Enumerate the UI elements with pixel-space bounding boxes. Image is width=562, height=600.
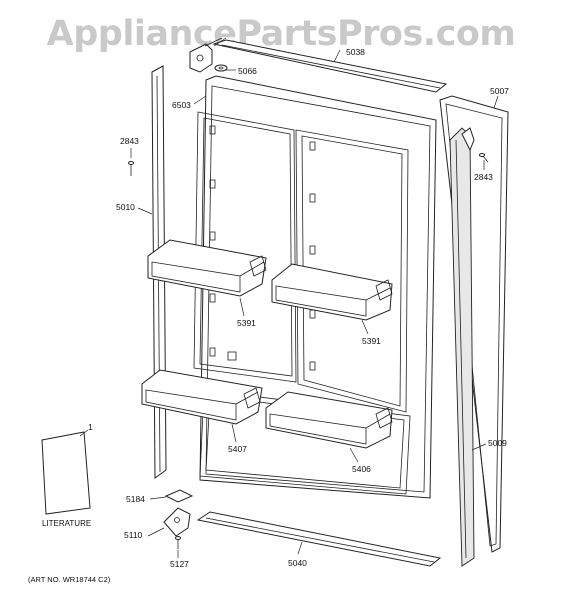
callout-labels: 6503 5038 5066 5007 2843 2843 5010 5391 … <box>28 47 509 584</box>
callout-5184: 5184 <box>126 494 145 504</box>
callout-2843-left: 2843 <box>120 136 139 146</box>
callout-5038: 5038 <box>346 47 365 57</box>
door-bin-upper-left[interactable] <box>147 239 267 297</box>
callout-5407: 5407 <box>228 444 247 454</box>
panel-shelf-clips-left <box>209 125 216 357</box>
callout-5391-left: 5391 <box>237 318 256 328</box>
callout-5406: 5406 <box>352 464 371 474</box>
door-bin-lower-right[interactable] <box>265 391 393 449</box>
bottom-hinge-bracket[interactable] <box>163 507 191 537</box>
hinge-screw[interactable] <box>175 536 181 550</box>
watermark-text: AppliancePartsPros.com <box>46 14 516 54</box>
screw-right[interactable] <box>479 153 489 163</box>
hinge-washer[interactable] <box>214 64 228 72</box>
literature-booklet[interactable] <box>41 431 91 515</box>
door-gasket[interactable] <box>439 95 509 553</box>
door-trim-right[interactable] <box>449 127 475 567</box>
door-bin-upper-right[interactable] <box>271 263 393 321</box>
top-hinge-bracket[interactable] <box>189 37 223 73</box>
literature-label: LITERATURE <box>42 519 91 528</box>
callout-2843-right: 2843 <box>474 172 493 182</box>
callout-5066: 5066 <box>238 66 257 76</box>
panel-shelf-clips-right <box>309 141 316 371</box>
door-trim-top[interactable] <box>212 39 448 93</box>
callout-1: 1 <box>88 422 93 432</box>
callout-5127: 5127 <box>170 559 189 569</box>
leader-lines <box>79 37 499 558</box>
callout-5110: 5110 <box>124 530 143 540</box>
door-trim-bottom[interactable] <box>196 511 442 567</box>
screw-left[interactable] <box>128 161 134 177</box>
callout-5007: 5007 <box>490 86 509 96</box>
callout-5010: 5010 <box>116 202 135 212</box>
callout-5040: 5040 <box>288 558 307 568</box>
art-number: (ART NO. WR18744 C2) <box>28 575 111 584</box>
callout-5391-right: 5391 <box>362 336 381 346</box>
callout-6503: 6503 <box>172 100 191 110</box>
door-bin-lower-left[interactable] <box>141 369 263 425</box>
callout-5009: 5009 <box>488 438 507 448</box>
hinge-pad[interactable] <box>164 489 194 503</box>
